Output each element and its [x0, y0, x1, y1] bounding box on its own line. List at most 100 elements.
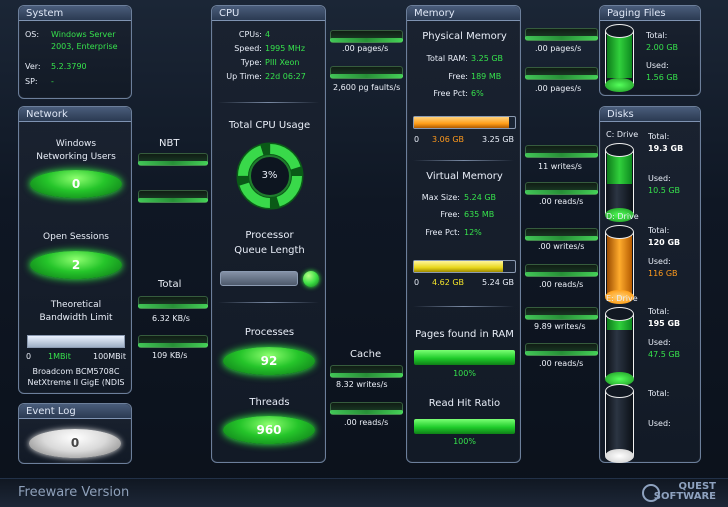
- bandwidth-title-line-2: Bandwidth Limit: [39, 313, 113, 323]
- memory-separator-2: [413, 306, 514, 307]
- disk-c-reads-activity: [525, 182, 598, 195]
- disk-e-reads-activity: [525, 343, 598, 356]
- virtual-total-value: 5.24 GB: [482, 278, 515, 287]
- disk-d-writes-activity: [525, 228, 598, 241]
- open-sessions-value: 2: [30, 251, 122, 279]
- processor-queue-indicator: [303, 271, 319, 287]
- system-panel: System OS: Windows Server 2003, Enterpri…: [18, 5, 132, 99]
- os-line-1: Windows Server: [51, 30, 116, 39]
- vendor-name-line-1: QUEST: [678, 481, 716, 492]
- disk-e-reads-value: .00 reads/s: [539, 359, 584, 368]
- queue-title-line-2: Queue Length: [234, 245, 305, 256]
- virtual-memory-title: Virtual Memory: [426, 171, 503, 182]
- memory-panel: Memory Physical Memory Total RAM: 3.25 G…: [406, 5, 521, 463]
- d-used-value: 116 GB: [648, 269, 678, 278]
- c-drive-cylinder: [605, 143, 634, 223]
- network-title: Network: [19, 107, 131, 122]
- speed-label: Speed:: [234, 44, 262, 53]
- cpu-separator-2: [218, 302, 319, 303]
- total-rate-2: 109 KB/s: [152, 351, 188, 360]
- cpus-label: CPUs:: [238, 30, 262, 39]
- threads-value: 960: [223, 416, 315, 444]
- read-hit-pct: 100%: [453, 437, 476, 446]
- cache-reads-activity: [330, 402, 403, 415]
- e-drive-label: E: Drive: [606, 294, 638, 303]
- bandwidth-scale-mid: 1MBit: [48, 352, 71, 361]
- free-value: 189 MB: [471, 72, 502, 81]
- e-used-label: Used:: [648, 338, 671, 347]
- sp-label: SP:: [25, 77, 38, 86]
- vendor-logo: QUEST SOFTWARE: [642, 481, 716, 502]
- paging-used-value: 1.56 GB: [646, 73, 679, 82]
- virtual-memory-fill: [414, 261, 503, 272]
- physical-memory-title: Physical Memory: [422, 31, 507, 42]
- nbt-activity-2: [138, 190, 208, 203]
- virtual-free-pct-value: 12%: [464, 228, 482, 237]
- queue-title-line-1: Processor: [245, 230, 294, 241]
- d-used-label: Used:: [648, 257, 671, 266]
- adapter-line-1: Broadcom BCM5708C: [32, 367, 120, 376]
- cpu-panel: CPU CPUs: 4 Speed: 1995 MHz Type: PIII X…: [211, 5, 326, 463]
- nbt-activity-1: [138, 153, 208, 166]
- free-pct-label: Free Pct:: [433, 89, 468, 98]
- bandwidth-title-line-1: Theoretical: [50, 300, 102, 310]
- users-title-line-1: Windows: [55, 139, 97, 149]
- freeware-version-label: Freeware Version: [18, 485, 130, 500]
- total-label: Total: [158, 279, 182, 290]
- cpu-usage-ring: [236, 142, 304, 210]
- processor-queue-bar: [220, 271, 298, 286]
- total-ram-value: 3.25 GB: [471, 54, 504, 63]
- os-label: OS:: [25, 30, 40, 39]
- physical-memory-fill: [414, 117, 509, 128]
- type-value: PIII Xeon: [265, 58, 300, 67]
- total-activity-2: [138, 335, 208, 348]
- ver-label: Ver:: [25, 62, 41, 71]
- paging-cylinder: [605, 24, 634, 92]
- cache-label: Cache: [350, 349, 382, 360]
- physical-used-value: 3.06 GB: [432, 135, 465, 144]
- c-total-value: 19.3 GB: [648, 144, 684, 153]
- read-hit-title: Read Hit Ratio: [428, 398, 501, 409]
- nbt-label: NBT: [159, 138, 180, 149]
- system-title: System: [19, 6, 131, 21]
- paging-total-label: Total:: [646, 31, 668, 40]
- bandwidth-scale-left: 0: [26, 352, 32, 361]
- open-sessions-title: Open Sessions: [43, 232, 109, 242]
- uptime-value: 22d 06:27: [265, 72, 306, 81]
- os-line-2: 2003, Enterprise: [51, 42, 118, 51]
- cache-reads-value: .00 reads/s: [344, 418, 389, 427]
- uptime-label: Up Time:: [226, 72, 262, 81]
- paging-files-panel: Paging Files Total: 2.00 GB Used: 1.56 G…: [599, 5, 701, 96]
- cpu-usage-value: 3%: [261, 170, 278, 181]
- bandwidth-limit-bar: [27, 335, 125, 348]
- sp-value: -: [51, 77, 54, 86]
- event-log-title: Event Log: [19, 404, 131, 419]
- speed-value: 1995 MHz: [265, 44, 306, 53]
- disk-e-writes-activity: [525, 307, 598, 320]
- memory-separator-1: [413, 160, 514, 161]
- c-total-label: Total:: [648, 132, 670, 141]
- adapter-line-2: NetXtreme II GigE (NDIS: [27, 378, 125, 387]
- physical-memory-bar: [413, 116, 516, 129]
- virtual-memory-bar: [413, 260, 516, 273]
- footer: Freeware Version QUEST SOFTWARE: [0, 478, 728, 507]
- disk-c-writes-value: 11 writes/s: [538, 162, 582, 171]
- total-rate-1: 6.32 KB/s: [152, 314, 190, 323]
- right-pages-sec2-value: .00 pages/s: [535, 84, 582, 93]
- extra-drive-cylinder: [605, 384, 634, 464]
- extra-total-label: Total:: [648, 389, 670, 398]
- bandwidth-scale-right: 100MBit: [93, 352, 127, 361]
- virtual-zero: 0: [414, 278, 420, 287]
- e-total-label: Total:: [648, 307, 670, 316]
- cpus-value: 4: [265, 30, 271, 39]
- right-pages-sec2-activity: [525, 67, 598, 80]
- paging-files-title: Paging Files: [600, 6, 700, 21]
- total-ram-label: Total RAM:: [426, 54, 468, 63]
- cache-writes-value: 8.32 writes/s: [336, 380, 388, 389]
- max-size-value: 5.24 GB: [464, 193, 497, 202]
- d-total-label: Total:: [648, 226, 670, 235]
- pages-found-title: Pages found in RAM: [415, 329, 514, 340]
- vendor-name-line-2: SOFTWARE: [653, 491, 716, 502]
- ver-value: 5.2.3790: [51, 62, 87, 71]
